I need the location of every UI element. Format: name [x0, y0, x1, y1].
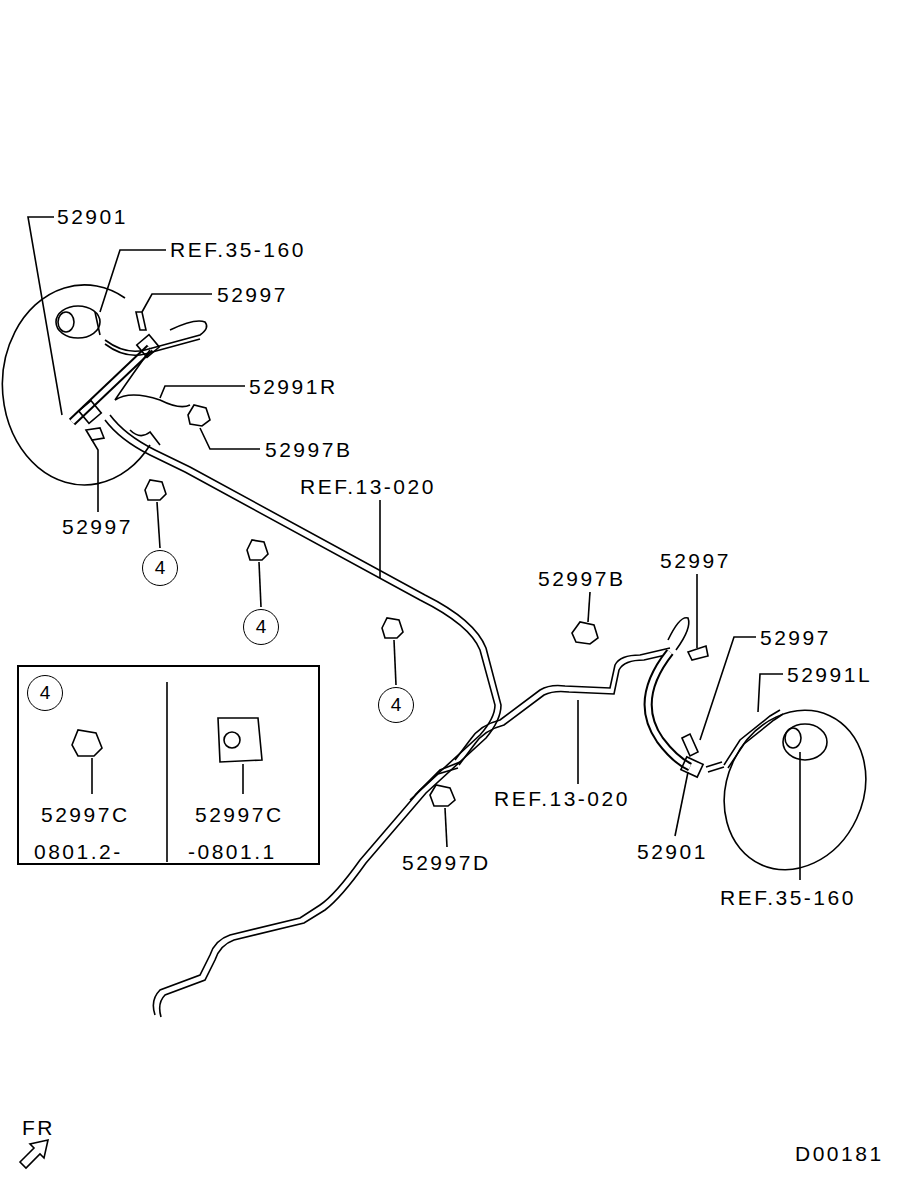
part-number: 52997C [195, 804, 284, 826]
part-number: 52997 [217, 284, 288, 306]
callout-number: 4 [244, 610, 278, 644]
reference-number: REF.13-020 [494, 788, 630, 810]
reference-number: REF.35-160 [720, 887, 856, 909]
direction-mark: FR [22, 1117, 55, 1139]
callout-circle: 4 [142, 550, 178, 586]
callout-circle: 4 [378, 687, 414, 723]
part-number: 52997B [538, 568, 625, 590]
part-number: 52997D [402, 852, 491, 874]
part-number: 52997 [660, 550, 731, 572]
part-number: 52901 [637, 841, 708, 863]
callout-number: 4 [379, 688, 413, 722]
date-range: 0801.2- [34, 841, 123, 863]
callout-circle: 4 [243, 609, 279, 645]
part-number: 52997C [41, 804, 130, 826]
diagram-code: D00181 [795, 1143, 884, 1165]
inset-box: 52997C 0801.2- 52997C -0801.1 4 [17, 665, 320, 865]
part-number: 52991L [787, 664, 872, 686]
callout-circle: 4 [27, 675, 63, 711]
callout-number: 4 [28, 676, 62, 710]
part-number: 52997 [760, 627, 831, 649]
date-range: -0801.1 [188, 841, 277, 863]
part-number: 52997B [265, 439, 352, 461]
part-number: 52997 [62, 516, 133, 538]
part-number: 52901 [57, 206, 128, 228]
part-number: 52991R [249, 376, 338, 398]
reference-number: REF.13-020 [300, 476, 436, 498]
reference-number: REF.35-160 [170, 239, 306, 261]
callout-number: 4 [143, 551, 177, 585]
